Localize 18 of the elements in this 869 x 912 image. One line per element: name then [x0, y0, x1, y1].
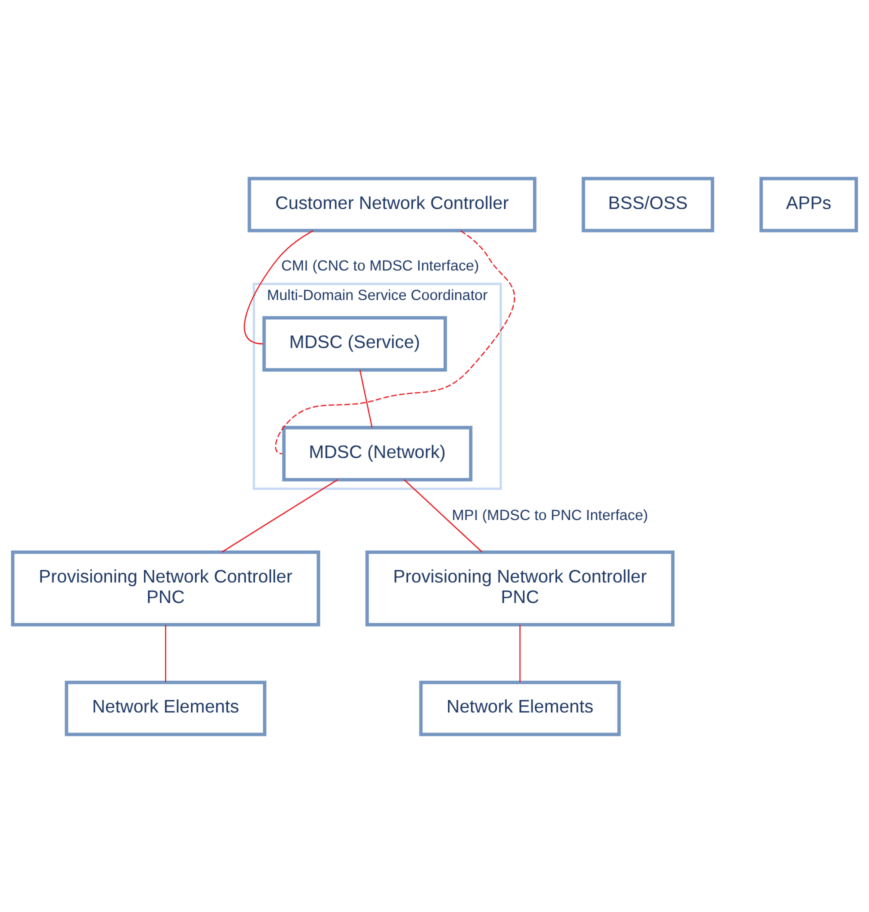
edge-label: CMI (CNC to MDSC Interface): [281, 258, 480, 274]
connector: [222, 478, 338, 552]
connector: [244, 230, 314, 344]
node-box: BSS/OSS: [582, 176, 714, 232]
edge-label: MPI (MDSC to PNC Interface): [452, 507, 648, 524]
node-box: MDSC (Network): [282, 425, 472, 481]
node-box: Network Elements: [419, 680, 621, 736]
connector: [404, 478, 482, 552]
connector: [519, 624, 521, 682]
node-box: MDSC (Service): [262, 316, 447, 372]
node-box: Provisioning Network Controller PNC: [11, 550, 320, 626]
node-box: Provisioning Network Controller PNC: [365, 550, 675, 626]
connector: [275, 230, 515, 454]
node-box: APPs: [759, 176, 858, 232]
node-box: Customer Network Controller: [248, 176, 536, 232]
connector: [359, 369, 373, 427]
connector: [165, 624, 166, 682]
node-box: Network Elements: [64, 680, 266, 736]
